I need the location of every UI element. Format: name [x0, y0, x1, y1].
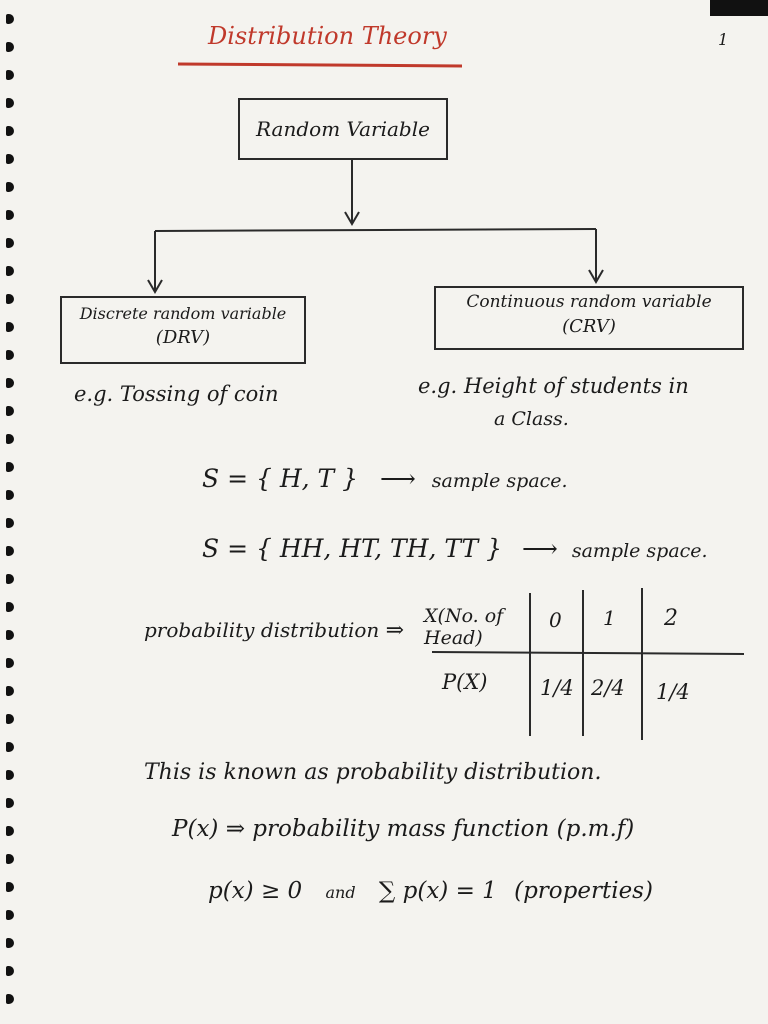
dark-corner — [710, 0, 768, 16]
crv-example-line2: a Class. — [494, 408, 569, 430]
x-value-1: 1 — [603, 606, 616, 630]
table-x-header: X(No. of Head) — [424, 605, 504, 649]
crv-example-line1: e.g. Height of students in — [418, 374, 689, 398]
x-value-0: 0 — [549, 608, 562, 632]
arrow-2: ⟶ — [522, 534, 558, 563]
drv-node: Discrete random variable (DRV) — [60, 296, 306, 364]
property-nonneg: p(x) ≥ 0 — [208, 878, 303, 904]
table-px-header: P(X) — [442, 670, 488, 694]
properties-line: p(x) ≥ 0 and ∑ p(x) = 1 (properties) — [208, 878, 653, 904]
crv-abbr: (CRV) — [562, 316, 616, 337]
drv-abbr: (DRV) — [155, 327, 211, 348]
root-node-label: Random Variable — [256, 117, 430, 141]
sample-space-1-set: S = { H, T } — [202, 464, 359, 493]
prob-dist-text: probability distribution — [144, 618, 380, 642]
properties-label: (properties) — [514, 878, 653, 904]
p-value-0: 1/4 — [540, 676, 574, 700]
spiral-binding — [0, 0, 22, 1024]
arrow-1: ⟶ — [380, 464, 416, 493]
statement-line: This is known as probability distributio… — [144, 760, 602, 785]
crv-name: Continuous random variable — [466, 292, 712, 312]
sample-space-2-label: sample space. — [571, 540, 708, 562]
pmf-line: P(x) ⇒ probability mass function (p.m.f) — [172, 816, 635, 842]
prob-dist-label: probability distribution ⇒ — [144, 618, 404, 643]
implies-arrow: ⇒ — [385, 618, 405, 643]
sample-space-2-set: S = { HH, HT, TH, TT } — [202, 534, 503, 563]
sample-space-2: S = { HH, HT, TH, TT } ⟶ sample space. — [202, 534, 708, 563]
page-title: Distribution Theory — [208, 22, 447, 50]
property-sum: ∑ p(x) = 1 — [378, 878, 497, 904]
property-and: and — [325, 883, 356, 902]
drv-example: e.g. Tossing of coin — [74, 382, 279, 406]
crv-node: Continuous random variable (CRV) — [434, 286, 744, 350]
p-value-2: 1/4 — [656, 680, 690, 704]
sample-space-1: S = { H, T } ⟶ sample space. — [202, 464, 568, 493]
p-value-1: 2/4 — [591, 676, 625, 700]
page-number: 1 — [718, 30, 729, 49]
sample-space-1-label: sample space. — [431, 470, 568, 492]
x-value-2: 2 — [664, 606, 678, 631]
root-node: Random Variable — [238, 98, 448, 160]
drv-name: Discrete random variable — [79, 304, 287, 323]
